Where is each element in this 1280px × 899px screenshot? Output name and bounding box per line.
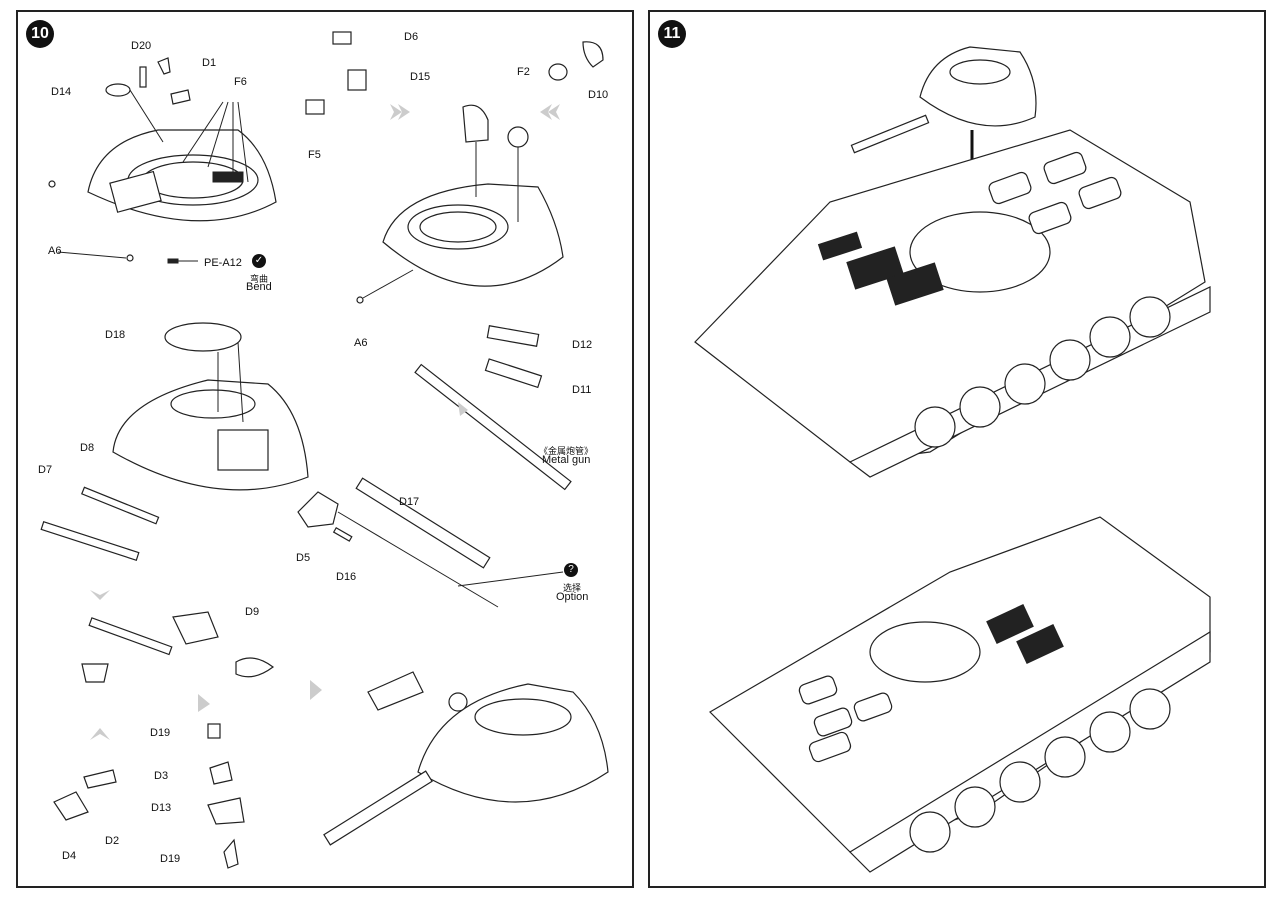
rail-bracket [81, 663, 109, 683]
part-a6 [48, 180, 56, 188]
part-d15 [347, 69, 367, 91]
gun-mantlet-d5 [297, 491, 339, 528]
part-f5 [305, 99, 325, 115]
turret-shell-assembled-upper [382, 104, 564, 287]
step-number-badge: 10 [26, 20, 54, 48]
label-f2: F2 [517, 66, 530, 78]
metal-gun [414, 363, 572, 491]
turret-final-assembly [323, 671, 609, 846]
label-a6-right: A6 [354, 337, 368, 349]
label-d14: D14 [51, 86, 72, 98]
part-d4 [53, 791, 89, 821]
label-d3: D3 [154, 770, 169, 782]
label-d10: D10 [588, 89, 609, 101]
part-d2 [83, 769, 117, 789]
label-d17: D17 [399, 496, 420, 508]
part-d11 [484, 358, 543, 389]
label-d4: D4 [62, 850, 77, 862]
turret-dropping-in [850, 46, 1037, 154]
label-f6: F6 [234, 76, 247, 88]
part-d13 [207, 797, 245, 825]
part-d7 [40, 520, 140, 562]
turret-shell-upper [87, 129, 277, 222]
part-d6 [332, 31, 352, 45]
part-d1 [157, 57, 171, 75]
part-d12 [486, 325, 540, 347]
label-metal-gun-cn: 《金属炮管》 [539, 446, 594, 456]
label-d20: D20 [131, 40, 152, 52]
label-d12: D12 [572, 339, 593, 351]
label-d11: D11 [572, 384, 592, 396]
part-d20 [139, 66, 147, 88]
step-11-panel: 11 [648, 10, 1266, 888]
question-circle-icon: ? [564, 563, 578, 577]
label-d18: D18 [105, 329, 126, 341]
part-d10 [582, 41, 604, 68]
step-11-drawing [694, 46, 1211, 873]
launcher-assembly [172, 611, 219, 645]
part-d8 [81, 486, 160, 525]
label-d1: D1 [202, 57, 217, 69]
part-d19-bottom [223, 838, 239, 869]
label-bend-cn: 弯曲 [250, 274, 269, 284]
part-d14 [105, 83, 131, 97]
label-d19-bottom: D19 [160, 853, 181, 865]
label-d6: D6 [404, 31, 419, 43]
part-f6 [170, 89, 191, 105]
label-d13: D13 [151, 802, 172, 814]
label-d9: D9 [245, 606, 260, 618]
part-a6-right [356, 296, 364, 304]
label-d15: D15 [410, 71, 431, 83]
part-d9 [235, 657, 275, 678]
rail-assembly [88, 617, 173, 656]
vehicle-assembled-view [709, 516, 1211, 873]
part-d19-top [207, 723, 221, 739]
step-10-drawing [40, 31, 609, 869]
label-d2: D2 [105, 835, 120, 847]
label-a6: A6 [48, 245, 62, 257]
part-d16 [332, 526, 353, 542]
label-d8: D8 [80, 442, 95, 454]
label-pe-a12: PE-A12 [204, 257, 242, 269]
label-d7: D7 [38, 464, 53, 476]
vehicle-top-view [694, 129, 1211, 478]
label-metal-gun-en: Metal gun [542, 454, 591, 466]
step-number-badge: 11 [658, 20, 686, 48]
part-f2 [548, 63, 568, 81]
label-option-en: Option [556, 591, 589, 603]
label-bend-en: Bend [246, 281, 272, 293]
part-d3 [209, 761, 233, 785]
assembly-arrow [390, 104, 560, 120]
part-d17 [355, 477, 491, 569]
part-pe-a12 [167, 258, 179, 264]
label-d16: D16 [336, 571, 357, 583]
turret-shell-middle [112, 322, 309, 491]
label-d19-top: D19 [150, 727, 171, 739]
part-a6-lower [126, 254, 134, 262]
label-option-cn: 选择 [563, 583, 582, 593]
step-10-panel: 10 [16, 10, 634, 888]
check-circle-icon: ✓ [252, 254, 266, 268]
label-d5: D5 [296, 552, 311, 564]
label-f5: F5 [308, 149, 321, 161]
